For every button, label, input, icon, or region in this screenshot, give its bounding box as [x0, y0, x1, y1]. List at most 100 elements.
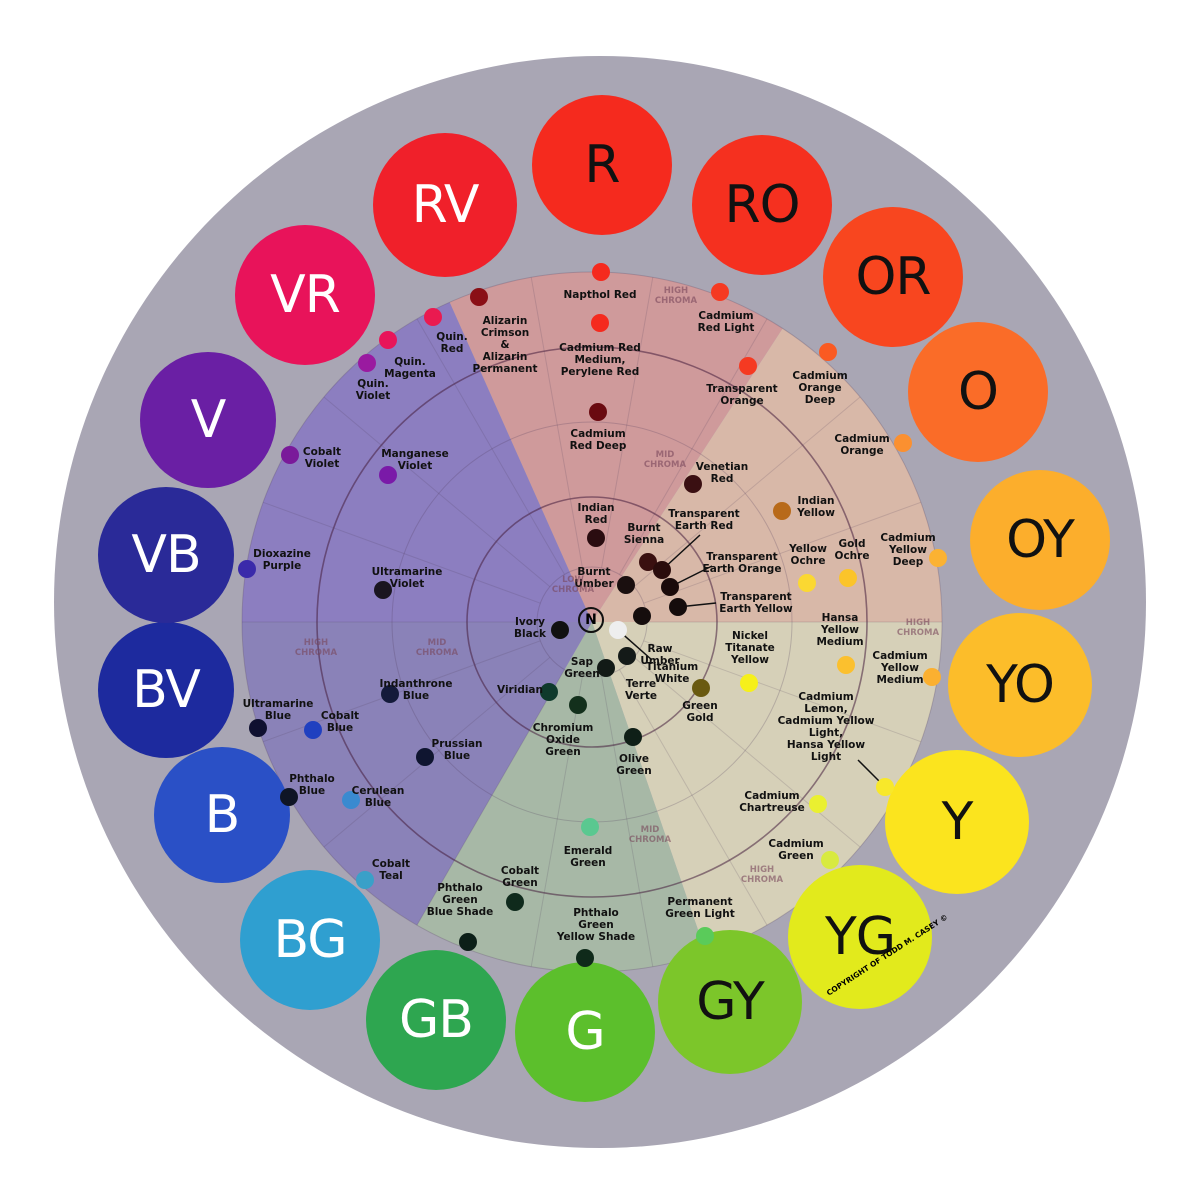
paint-dot-cadmium-yellow-medium	[923, 668, 941, 686]
paint-label-phthalo-blue: Phthalo Blue	[289, 773, 335, 797]
hue-circle-gb: GB	[366, 950, 506, 1090]
paint-label-cobalt-teal: Cobalt Teal	[371, 858, 411, 882]
paint-dot-venetian-red	[684, 475, 702, 493]
paint-label-cobalt-blue: Cobalt Blue	[320, 710, 360, 734]
hue-circle-bg: BG	[240, 870, 380, 1010]
paint-label-sap-green: Sap Green	[564, 656, 600, 680]
hue-circle-bv: BV	[98, 622, 234, 758]
paint-label-venetian-red: Venetian Red	[695, 461, 749, 485]
paint-label-transparent-earth-orange: Transparent Earth Orange	[702, 551, 782, 575]
paint-dot-alizarin-crimson-alizarin-permanent	[470, 288, 488, 306]
paint-label-indian-red: Indian Red	[577, 502, 615, 526]
paint-dot-transparent-earth-red	[653, 561, 671, 579]
paint-dot-nickel-titanate-yellow	[740, 674, 758, 692]
paint-label-permanent-green-light: Permanent Green Light	[665, 896, 735, 920]
hue-label: Y	[941, 792, 974, 852]
spoke-line	[416, 318, 565, 575]
paint-dot-phthalo-blue	[280, 788, 298, 806]
hue-label: VB	[131, 525, 201, 585]
hue-circle-b: B	[154, 747, 290, 883]
paint-label-raw-umber: Raw Umber	[640, 643, 680, 667]
paint-label-napthol-red: Napthol Red	[563, 289, 637, 301]
paint-dot-green-gold	[692, 679, 710, 697]
paint-dot-ivory-black	[551, 621, 569, 639]
paint-dot-cadmium-chartreuse	[809, 795, 827, 813]
paint-dot-manganese-violet	[379, 466, 397, 484]
hue-circle-g: G	[515, 962, 655, 1102]
paint-label-titanium-white: Titanium White	[645, 661, 699, 685]
hue-circle-gy: GY	[658, 930, 802, 1074]
hue-label: BG	[273, 910, 347, 970]
paint-label-nickel-titanate-yellow: Nickel Titanate Yellow	[725, 630, 775, 666]
paint-dot-napthol-red	[592, 263, 610, 281]
paint-dot-ultramarine-blue	[249, 719, 267, 737]
paint-dot-quin-violet	[358, 354, 376, 372]
paint-dot-titanium-white	[609, 621, 627, 639]
paint-label-cadmium-orange-deep: Cadmium Orange Deep	[792, 370, 848, 406]
paint-dot-cadmium-red-deep	[589, 403, 607, 421]
blue-sector	[241, 622, 592, 926]
paint-dot-permanent-green-light	[696, 927, 714, 945]
paint-dot-cadmium-green	[821, 851, 839, 869]
paint-dot-prussian-blue	[416, 748, 434, 766]
paint-label-cadmium-chartreuse: Cadmium Chartreuse	[739, 790, 805, 814]
spoke-line	[633, 656, 861, 848]
paint-label-transparent-earth-red: Transparent Earth Red	[668, 508, 740, 532]
paint-label-quin-magenta: Quin. Magenta	[384, 356, 436, 380]
chroma-label: HIGH CHROMA	[654, 286, 698, 306]
hue-label: YO	[986, 655, 1055, 715]
paint-dot-yellow-ochre	[798, 574, 816, 592]
hue-circle-rv: RV	[373, 133, 517, 277]
paint-dot-indian-red	[587, 529, 605, 547]
paint-dot-cadmium-yellow-deep	[929, 549, 947, 567]
paint-label-cadmium-red-deep: Cadmium Red Deep	[569, 428, 627, 452]
spoke-line	[601, 277, 654, 568]
hue-label: RV	[411, 175, 480, 235]
hue-label: OR	[855, 247, 931, 307]
chroma-label: MID CHROMA	[628, 825, 672, 845]
paint-dot-cobalt-green	[506, 893, 524, 911]
paint-label-phthalo-green-blue-shade: Phthalo Green Blue Shade	[426, 882, 494, 918]
paint-label-green-gold: Green Gold	[682, 700, 718, 724]
paint-label-burnt-sienna: Burnt Sienna	[623, 522, 665, 546]
paint-dot-indanthrone-blue	[381, 685, 399, 703]
hue-label: OY	[1006, 510, 1075, 570]
paint-label-manganese-violet: Manganese Violet	[381, 448, 449, 472]
paint-dot-raw-umber	[633, 607, 651, 625]
paint-dot-transparent-orange	[739, 357, 757, 375]
paint-dot-dioxazine-purple	[238, 560, 256, 578]
hue-circle-or: OR	[823, 207, 963, 347]
chroma-label: HIGH CHROMA	[896, 618, 940, 638]
paint-dot-hansa-yellow-medium	[837, 656, 855, 674]
spoke-line	[530, 676, 583, 967]
paint-label-viridian: Viridian	[497, 684, 543, 696]
paint-label-cadmium-red-light: Cadmium Red Light	[697, 310, 755, 334]
spoke-line	[530, 277, 583, 568]
paint-dot-terre-verte	[618, 647, 636, 665]
paint-dot-burnt-umber	[617, 576, 635, 594]
chroma-label: HIGH CHROMA	[740, 865, 784, 885]
paint-label-dioxazine-purple: Dioxazine Purple	[253, 548, 311, 572]
green-sector	[417, 622, 706, 972]
hue-circle-yo: YO	[948, 613, 1092, 757]
paint-label-ivory-black: Ivory Black	[514, 616, 546, 640]
paint-dot-viridian	[540, 683, 558, 701]
paint-label-cadmium-red-medium-perylene-red: Cadmium Red Medium, Perylene Red	[559, 342, 641, 378]
paint-dot-cadmium-lemon-cadmium-yellow-light-hansa-yellow-light	[876, 778, 894, 796]
paint-label-cobalt-green: Cobalt Green	[500, 865, 540, 889]
paint-dot-emerald-green	[581, 818, 599, 836]
hue-circle-o: O	[908, 322, 1048, 462]
paint-dot-chromium-oxide-green	[569, 696, 587, 714]
paint-dot-cadmium-orange-deep	[819, 343, 837, 361]
hue-label: V	[190, 390, 227, 450]
paint-label-ultramarine-blue: Ultramarine Blue	[242, 698, 314, 722]
paint-label-quin-violet: Quin. Violet	[355, 378, 391, 402]
paint-dot-cobalt-teal	[356, 871, 374, 889]
paint-dot-indian-yellow	[773, 502, 791, 520]
paint-label-prussian-blue: Prussian Blue	[431, 738, 483, 762]
spoke-line	[601, 676, 654, 967]
paint-label-alizarin-crimson-alizarin-permanent: Alizarin Crimson & Alizarin Permanent	[472, 315, 538, 375]
hue-label: BV	[132, 660, 201, 720]
paint-dot-ultramarine-violet	[374, 581, 392, 599]
spoke-line	[416, 669, 565, 926]
